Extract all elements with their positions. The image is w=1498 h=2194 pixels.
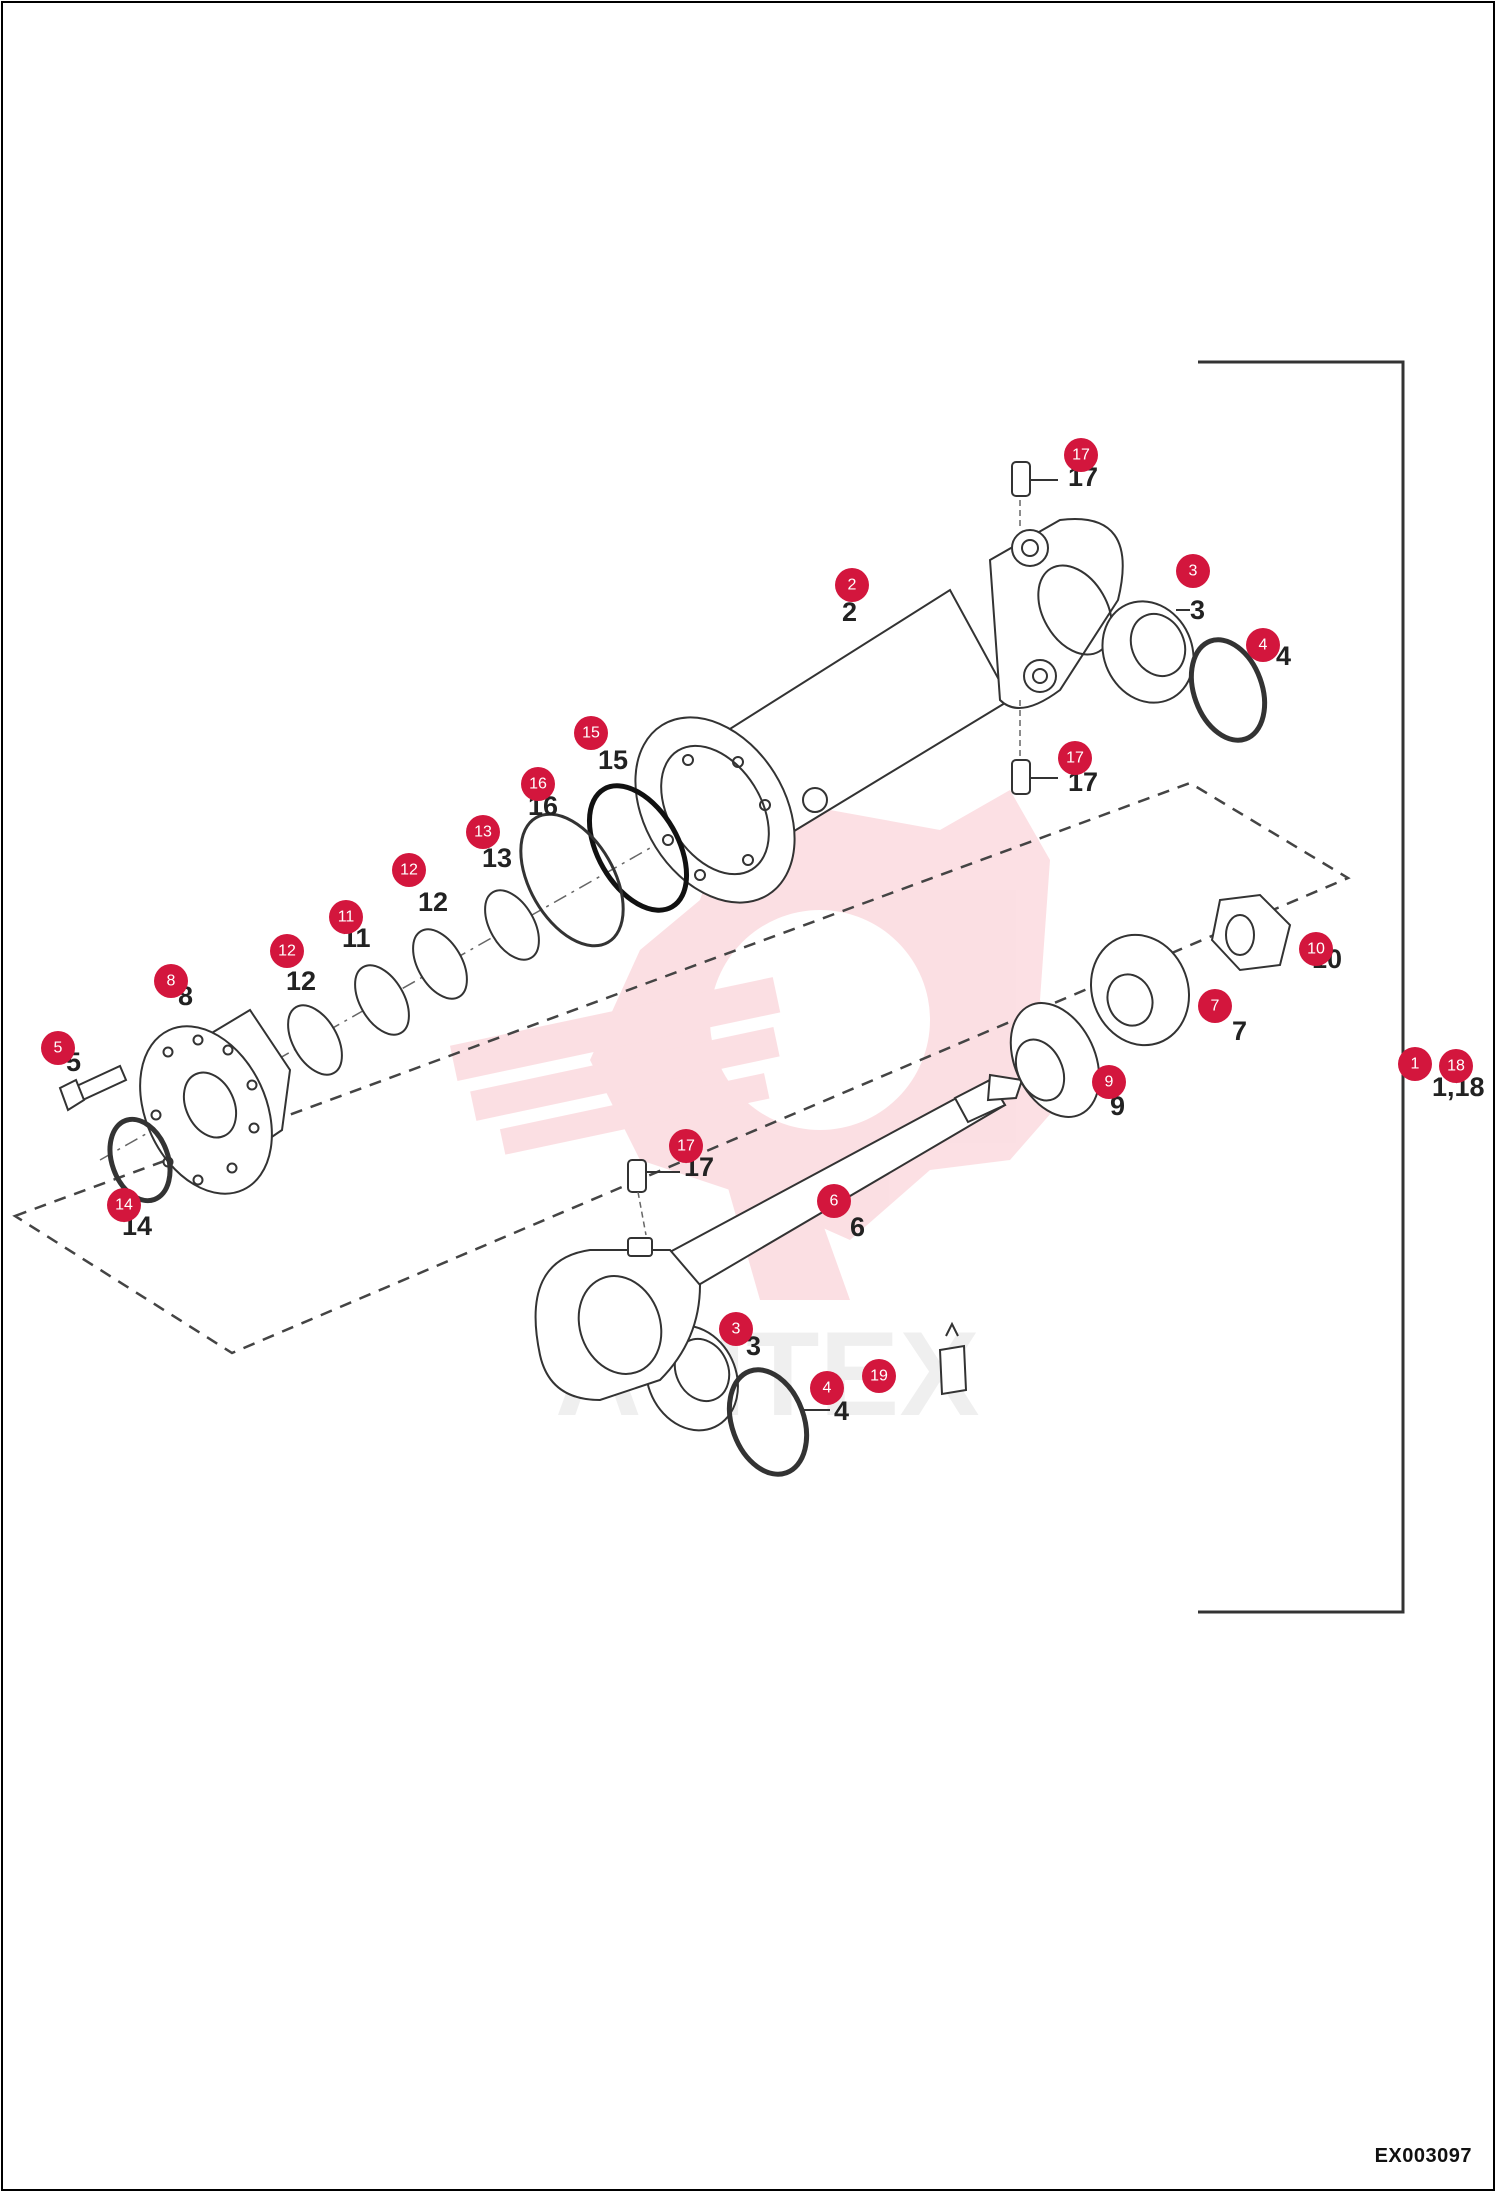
callout-2[interactable]: 2 bbox=[835, 568, 869, 602]
buffer-seal bbox=[484, 889, 540, 961]
callout-13-number: 13 bbox=[474, 824, 492, 841]
grease-nipple-top bbox=[1011, 461, 1058, 497]
dust-ring bbox=[107, 1116, 173, 1204]
callout-19-number: 19 bbox=[870, 1368, 888, 1385]
callout-6[interactable]: 6 bbox=[817, 1184, 851, 1218]
cylinder-tube bbox=[634, 470, 1124, 904]
callout-17c-number: 17 bbox=[677, 1138, 695, 1155]
part-label-3a: 3 bbox=[1190, 595, 1205, 625]
piston-seal bbox=[1089, 933, 1191, 1047]
part-label-9: 9 bbox=[1110, 1091, 1125, 1121]
part-label-4a: 4 bbox=[1276, 641, 1291, 671]
callout-6-number: 6 bbox=[830, 1193, 839, 1210]
callout-18-number: 18 bbox=[1447, 1058, 1465, 1075]
grease-nipple-bottom bbox=[1011, 759, 1058, 795]
callout-7[interactable]: 7 bbox=[1198, 989, 1232, 1023]
part-label-4b: 4 bbox=[834, 1396, 849, 1426]
grease-nipple-rod bbox=[627, 1159, 680, 1236]
callout-15[interactable]: 15 bbox=[574, 716, 608, 750]
callout-3a-number: 3 bbox=[1189, 563, 1198, 580]
callout-17a-number: 17 bbox=[1072, 447, 1090, 464]
callout-8[interactable]: 8 bbox=[154, 964, 188, 998]
piston bbox=[1009, 1002, 1101, 1118]
part-label-12b: 12 bbox=[418, 887, 448, 917]
callout-10-number: 10 bbox=[1307, 941, 1325, 958]
callout-5-number: 5 bbox=[54, 1040, 63, 1057]
callout-19[interactable]: 19 bbox=[862, 1359, 896, 1393]
callout-3b-number: 3 bbox=[732, 1321, 741, 1338]
callout-17a[interactable]: 17 bbox=[1064, 438, 1098, 472]
callout-1[interactable]: 1 bbox=[1398, 1047, 1432, 1081]
snap-ring-bottom bbox=[726, 1367, 830, 1477]
callout-14[interactable]: 14 bbox=[107, 1188, 141, 1222]
callout-4a[interactable]: 4 bbox=[1246, 628, 1280, 662]
o-ring bbox=[586, 783, 690, 913]
callout-10[interactable]: 10 bbox=[1299, 932, 1333, 966]
callout-12a[interactable]: 12 bbox=[270, 934, 304, 968]
callout-12b[interactable]: 12 bbox=[392, 853, 426, 887]
callout-4b-number: 4 bbox=[823, 1380, 832, 1397]
diagram-code: EX003097 bbox=[1374, 2145, 1472, 2167]
watermark-logo: AVITEX bbox=[449, 790, 1080, 1441]
callout-3b[interactable]: 3 bbox=[719, 1312, 753, 1346]
rod-seal-b bbox=[354, 964, 410, 1036]
part-label-15: 15 bbox=[598, 745, 628, 775]
seal-kit-tag bbox=[938, 1321, 968, 1396]
piston-nut bbox=[1210, 893, 1292, 972]
callout-11[interactable]: 11 bbox=[329, 900, 363, 934]
callout-17b[interactable]: 17 bbox=[1058, 741, 1092, 775]
callout-9[interactable]: 9 bbox=[1092, 1065, 1126, 1099]
callout-7-number: 7 bbox=[1211, 998, 1220, 1015]
callout-15-number: 15 bbox=[582, 725, 600, 742]
callout-4b[interactable]: 4 bbox=[810, 1371, 844, 1405]
backup-ring bbox=[519, 812, 625, 948]
callout-8-number: 8 bbox=[167, 973, 176, 990]
callout-3a[interactable]: 3 bbox=[1176, 554, 1210, 588]
callout-1-number: 1 bbox=[1411, 1056, 1420, 1073]
rod-seal-a bbox=[412, 928, 468, 1000]
callout-18[interactable]: 18 bbox=[1439, 1049, 1473, 1083]
part-label-7: 7 bbox=[1232, 1016, 1247, 1046]
callout-13[interactable]: 13 bbox=[466, 815, 500, 849]
callout-16-number: 16 bbox=[529, 776, 547, 793]
part-label-6: 6 bbox=[850, 1212, 865, 1242]
part-label-2: 2 bbox=[842, 597, 857, 627]
assembly-bracket bbox=[1198, 360, 1405, 1614]
rod-assembly-outline bbox=[12, 781, 1351, 1355]
callout-9-number: 9 bbox=[1105, 1074, 1114, 1091]
callout-12a-number: 12 bbox=[278, 943, 296, 960]
callout-14-number: 14 bbox=[115, 1197, 133, 1214]
callout-5[interactable]: 5 bbox=[41, 1031, 75, 1065]
part-label-12a: 12 bbox=[286, 966, 316, 996]
bushing-top bbox=[1101, 600, 1195, 704]
dust-wiper bbox=[287, 1004, 343, 1076]
callout-2-number: 2 bbox=[848, 577, 857, 594]
callout-16[interactable]: 16 bbox=[521, 767, 555, 801]
callout-11-number: 11 bbox=[338, 909, 355, 926]
callout-4a-number: 4 bbox=[1259, 637, 1268, 654]
callout-17c[interactable]: 17 bbox=[669, 1129, 703, 1163]
callout-17b-number: 17 bbox=[1066, 750, 1084, 767]
rod-cover bbox=[139, 1008, 292, 1195]
callout-12b-number: 12 bbox=[400, 862, 418, 879]
bolt bbox=[58, 1064, 128, 1112]
